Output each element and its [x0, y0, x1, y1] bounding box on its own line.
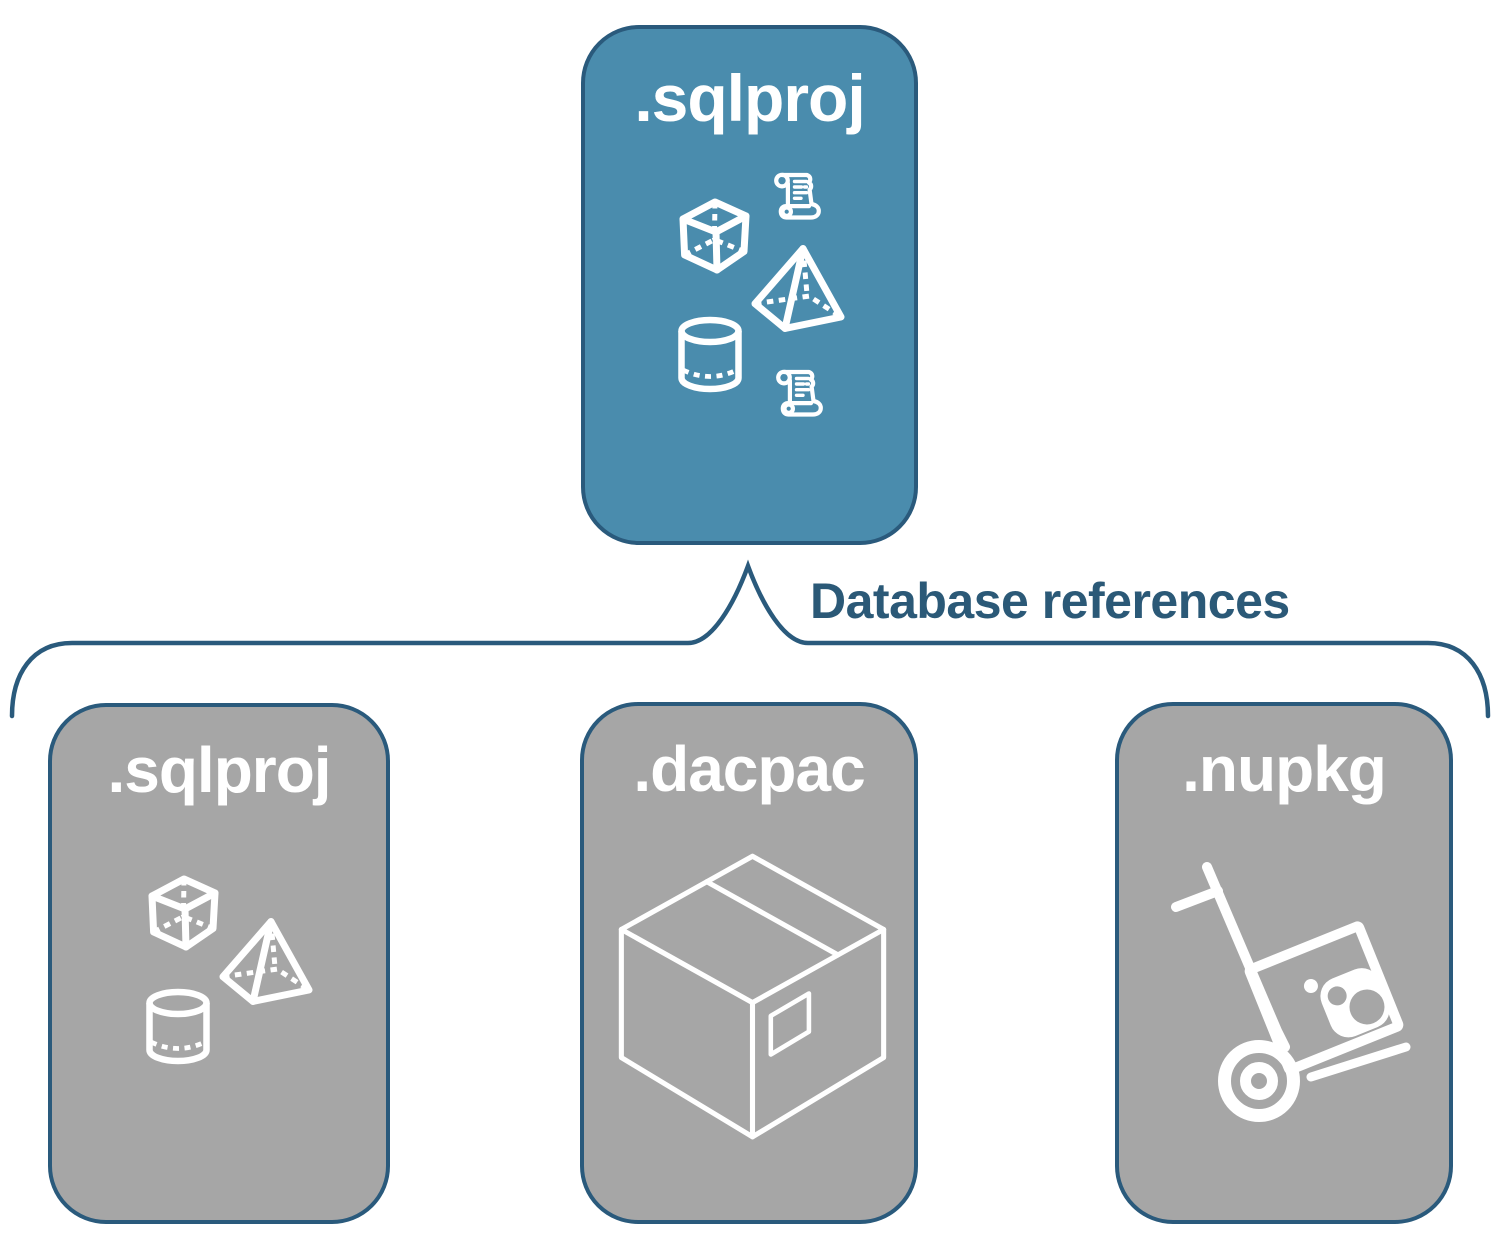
root-card-title: .sqlproj: [634, 61, 865, 135]
child-card-sqlproj: .sqlproj: [48, 703, 390, 1224]
root-card-sqlproj: .sqlproj: [581, 25, 918, 545]
connector-label: Database references: [810, 573, 1290, 629]
cube-icon: [140, 869, 225, 954]
pyramid-icon: [747, 241, 847, 336]
pyramid-icon: [215, 914, 315, 1009]
child-card-dacpac: .dacpac: [580, 702, 918, 1224]
package-box-icon: [600, 841, 905, 1146]
child-card-title: .dacpac: [633, 733, 865, 805]
scroll-icon: [771, 365, 827, 421]
child-card-title: .sqlproj: [107, 734, 331, 806]
cylinder-icon: [674, 315, 746, 395]
nuget-handtruck-icon: [1147, 851, 1447, 1151]
cube-icon: [671, 192, 756, 277]
child-card-title: .nupkg: [1182, 733, 1387, 805]
child-card-nupkg: .nupkg: [1115, 702, 1453, 1224]
cylinder-icon: [142, 987, 214, 1067]
scroll-icon: [769, 168, 825, 224]
